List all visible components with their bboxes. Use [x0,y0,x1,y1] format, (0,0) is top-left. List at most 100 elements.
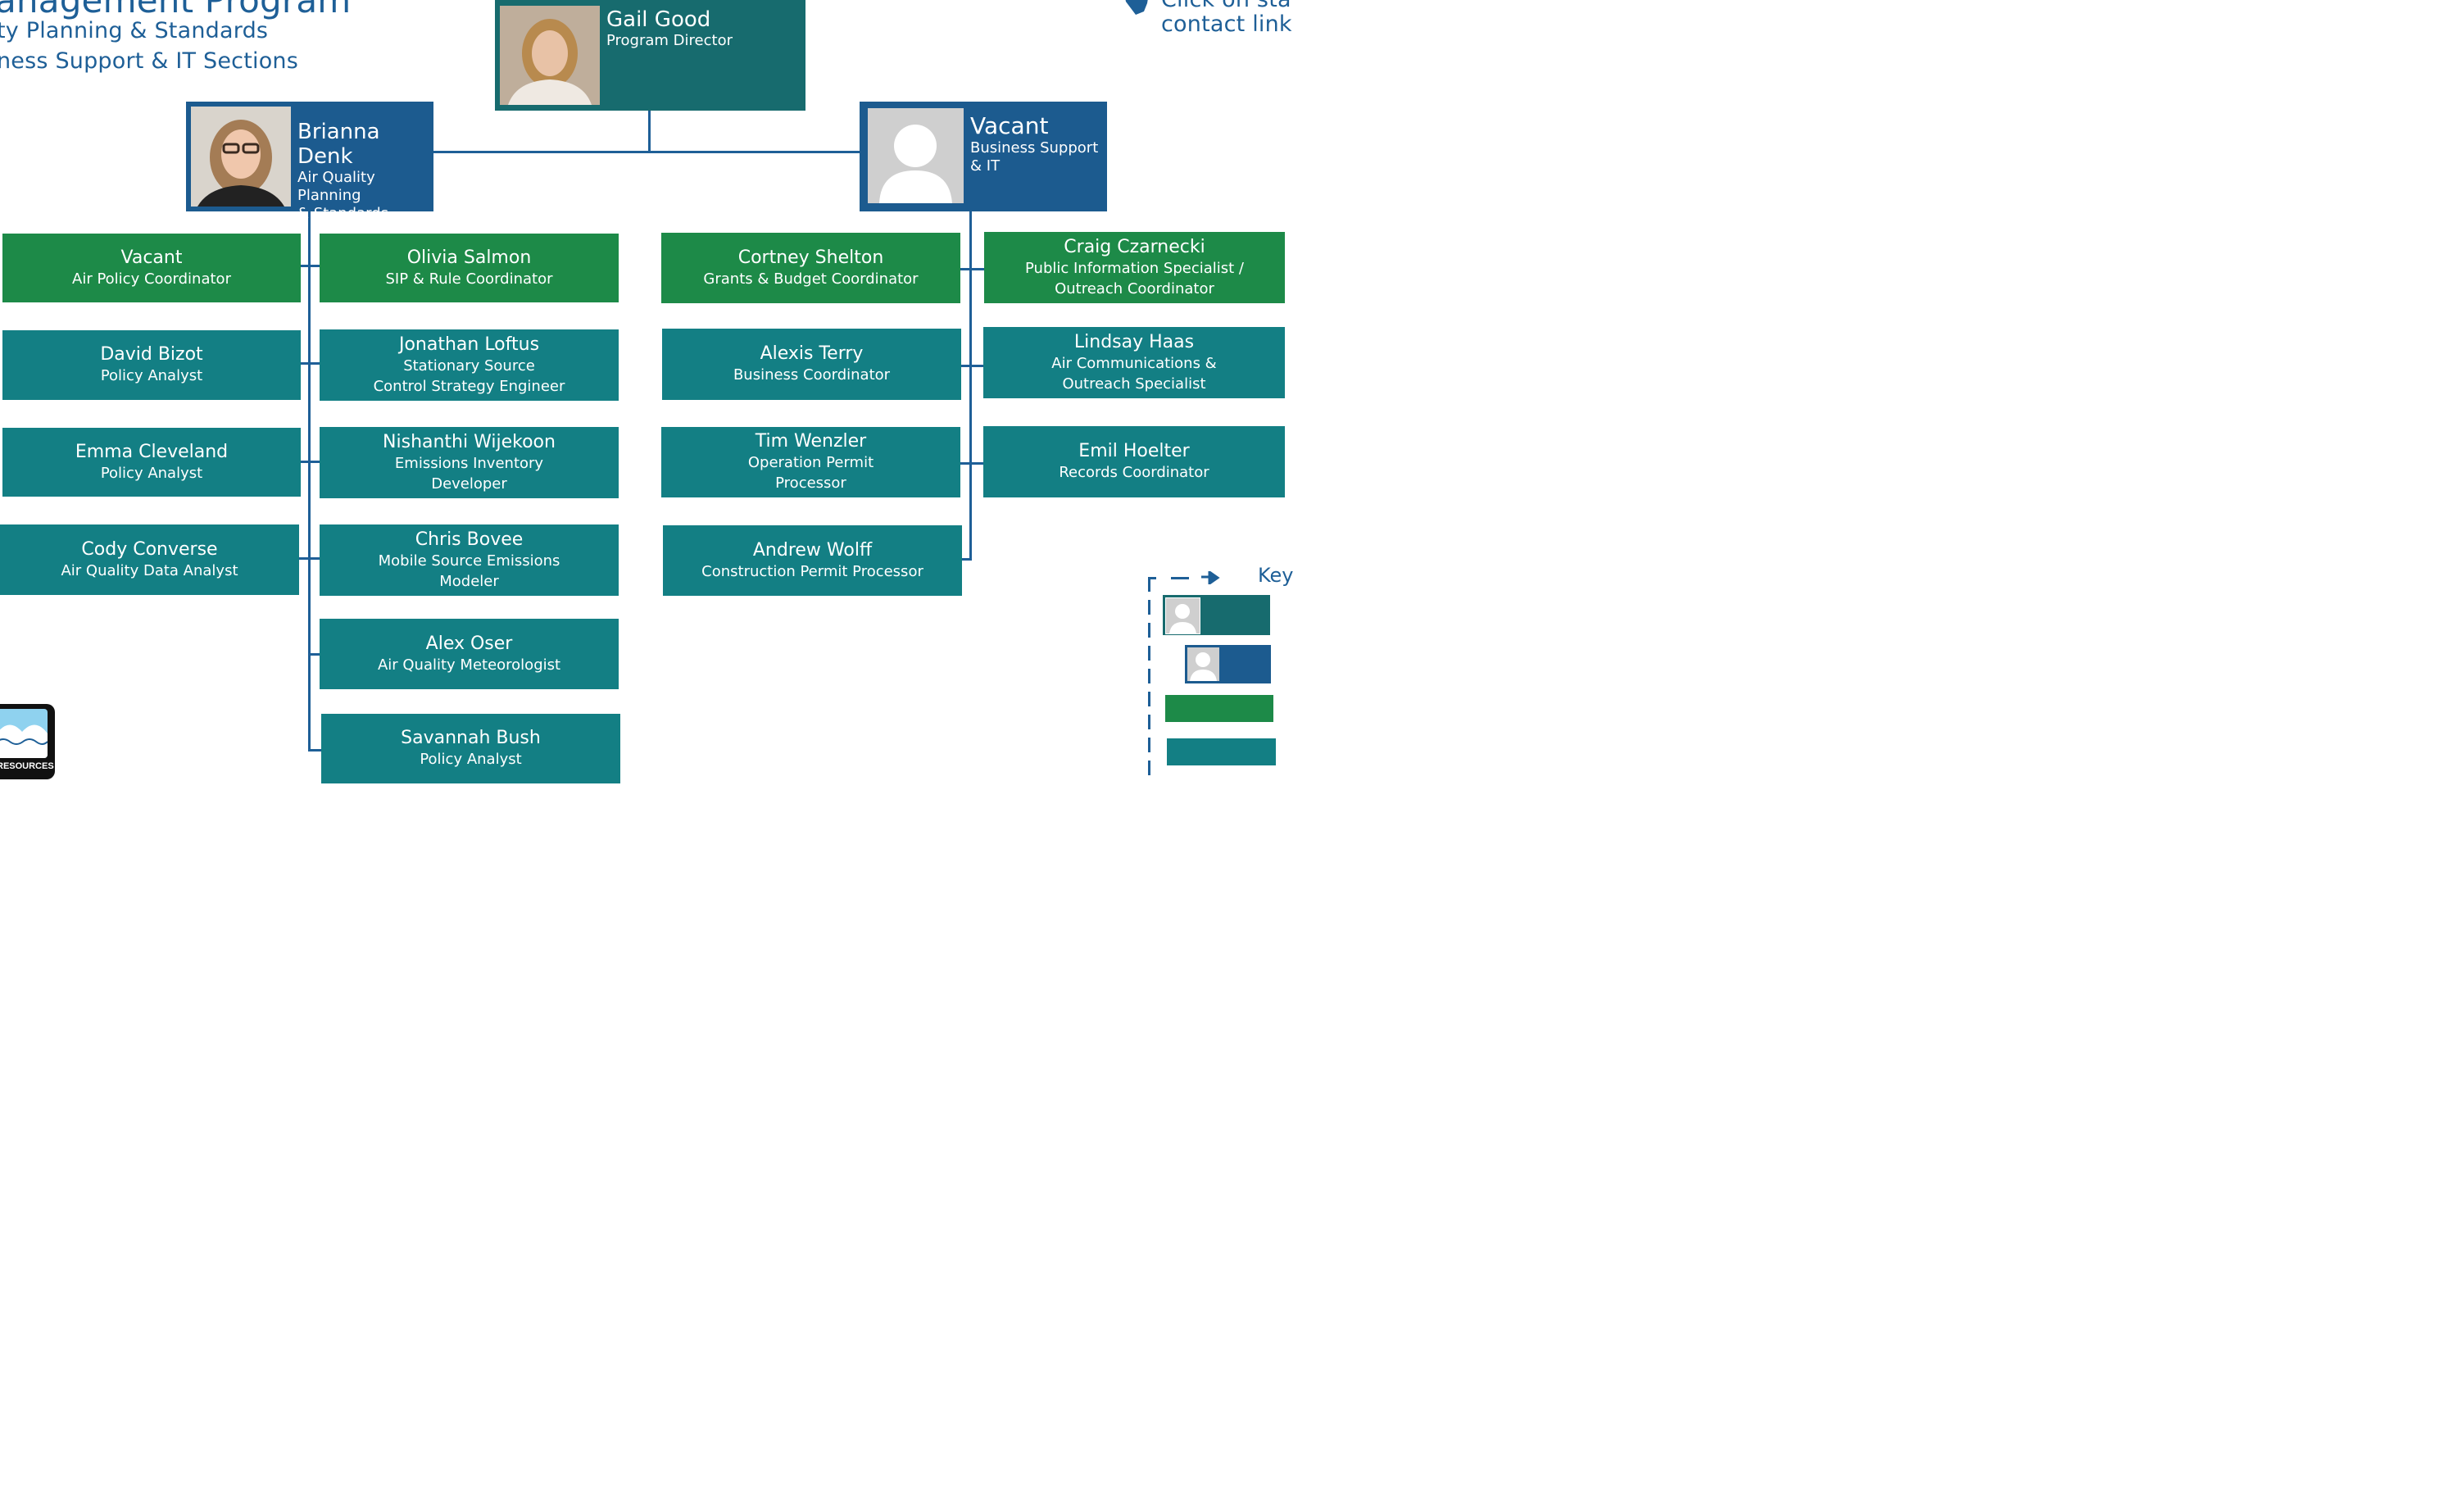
staff-card[interactable]: Savannah Bush Policy Analyst [321,714,620,783]
staff-title: Air Policy Coordinator [72,270,231,288]
logo-text: RESOURCES [0,761,54,771]
director-card[interactable]: Gail Good Program Director [495,0,805,111]
dnr-logo: RESOURCES [0,704,55,779]
manager-right-title: Business Support [970,139,1099,157]
connector-tick [959,268,985,270]
director-name: Gail Good [606,7,711,32]
staff-card[interactable]: Tim Wenzler Operation Permit Processor [661,427,960,497]
connector-tick [300,362,321,365]
manager-right-name: Vacant [970,112,1049,139]
staff-name: Andrew Wolff [752,539,873,561]
staff-title: Control Strategy Engineer [373,377,565,395]
staff-name: Tim Wenzler [755,431,867,452]
staff-name: Jonathan Loftus [398,334,540,355]
staff-card[interactable]: Alex Oser Air Quality Meteorologist [320,619,619,689]
page-title: anagement Program [0,0,352,20]
staff-name: Alex Oser [425,633,513,654]
staff-card[interactable]: Alexis Terry Business Coordinator [662,329,961,400]
key-border [1148,577,1156,579]
staff-title: Policy Analyst [100,367,203,384]
staff-title: Policy Analyst [420,751,522,768]
right-trunk [969,211,972,561]
manager-left-photo [191,107,291,207]
manager-bar [432,151,861,153]
key-swatch-manager [1185,645,1271,683]
person-placeholder-icon [1165,597,1200,634]
staff-card[interactable]: Nishanthi Wijekoon Emissions Inventory D… [320,427,619,498]
staff-title: SIP & Rule Coordinator [385,270,553,288]
staff-name: Craig Czarnecki [1064,236,1205,257]
manager-card-left[interactable]: Brianna Denk Air Quality Planning & Stan… [186,102,433,222]
staff-title: Air Communications & [1051,354,1217,372]
staff-card[interactable]: Jonathan Loftus Stationary Source Contro… [320,329,619,401]
connector-tick [959,462,984,465]
staff-title: Stationary Source [403,356,535,375]
staff-name: Vacant [120,247,183,268]
left-trunk [308,211,311,752]
staff-name: Cody Converse [81,538,218,560]
staff-title: Air Quality Meteorologist [377,656,561,674]
staff-title: Construction Permit Processor [701,562,923,580]
staff-name: Savannah Bush [401,728,541,748]
key-swatch-staff [1167,738,1276,765]
staff-title: Records Coordinator [1059,464,1209,481]
staff-card[interactable]: Emil Hoelter Records Coordinator [983,426,1285,497]
staff-title: Developer [431,475,507,493]
staff-name: Emil Hoelter [1078,441,1190,461]
staff-card[interactable]: Lindsay Haas Air Communications & Outrea… [983,327,1285,398]
staff-title: Outreach Coordinator [1055,279,1214,297]
connector-tick [300,265,321,267]
staff-card[interactable]: Cortney Shelton Grants & Budget Coordina… [661,233,960,303]
manager-left-name: Brianna Denk [297,120,380,169]
staff-card[interactable]: Andrew Wolff Construction Permit Process… [663,525,962,596]
director-connector [648,110,651,152]
staff-card[interactable]: Craig Czarnecki Public Information Speci… [984,232,1285,303]
manager-left-title2: & Standards [297,205,389,222]
key-border [1171,577,1189,579]
person-placeholder-icon [868,108,964,203]
staff-name: Alexis Terry [760,343,864,364]
staff-title: Emissions Inventory [394,454,544,472]
staff-title: Modeler [439,572,499,590]
arrow-right-icon [1201,570,1221,588]
director-photo [500,6,600,105]
person-placeholder-icon [1187,647,1219,681]
staff-name: Olivia Salmon [406,247,532,268]
staff-name: Emma Cleveland [75,441,229,462]
connector-tick [960,365,984,367]
staff-card[interactable]: Chris Bovee Mobile Source Emissions Mode… [320,524,619,596]
manager-right-title2: & IT [970,157,1001,175]
staff-title: Business Coordinator [733,366,891,384]
director-title: Program Director [606,32,733,49]
staff-name: Chris Bovee [415,529,524,550]
staff-card[interactable]: Olivia Salmon SIP & Rule Coordinator [320,234,619,302]
right-trunk-foot [960,558,972,561]
connector-tick [298,557,321,560]
header-line-business: ness Support & IT Sections [0,48,299,74]
staff-card[interactable]: Vacant Air Policy Coordinator [2,234,301,302]
staff-title: Grants & Budget Coordinator [703,270,919,288]
staff-title: Mobile Source Emissions [378,552,560,570]
staff-title: Processor [775,475,846,492]
staff-title: Operation Permit [747,454,874,471]
left-trunk-foot [308,749,321,752]
manager-left-title: Air Quality Planning [297,169,375,204]
wisconsin-map-icon [1119,0,1154,16]
connector-tick [300,461,321,463]
staff-card[interactable]: David Bizot Policy Analyst [2,330,301,400]
staff-name: David Bizot [100,344,203,365]
key-swatch-director [1163,595,1270,635]
connector-tick [308,653,321,656]
staff-name: Lindsay Haas [1073,331,1195,352]
staff-card[interactable]: Emma Cleveland Policy Analyst [2,428,301,497]
staff-title: Outreach Specialist [1062,375,1206,393]
staff-name: Nishanthi Wijekoon [383,431,556,452]
staff-title: Public Information Specialist / [1025,259,1244,277]
contact-link[interactable]: contact link [1161,11,1292,37]
header-line-planning: ty Planning & Standards [0,18,269,43]
staff-name: Cortney Shelton [737,247,884,268]
manager-card-right[interactable]: Vacant Business Support & IT [860,102,1107,211]
key-border [1148,577,1150,783]
staff-card[interactable]: Cody Converse Air Quality Data Analyst [0,524,299,595]
staff-title: Policy Analyst [100,464,203,482]
